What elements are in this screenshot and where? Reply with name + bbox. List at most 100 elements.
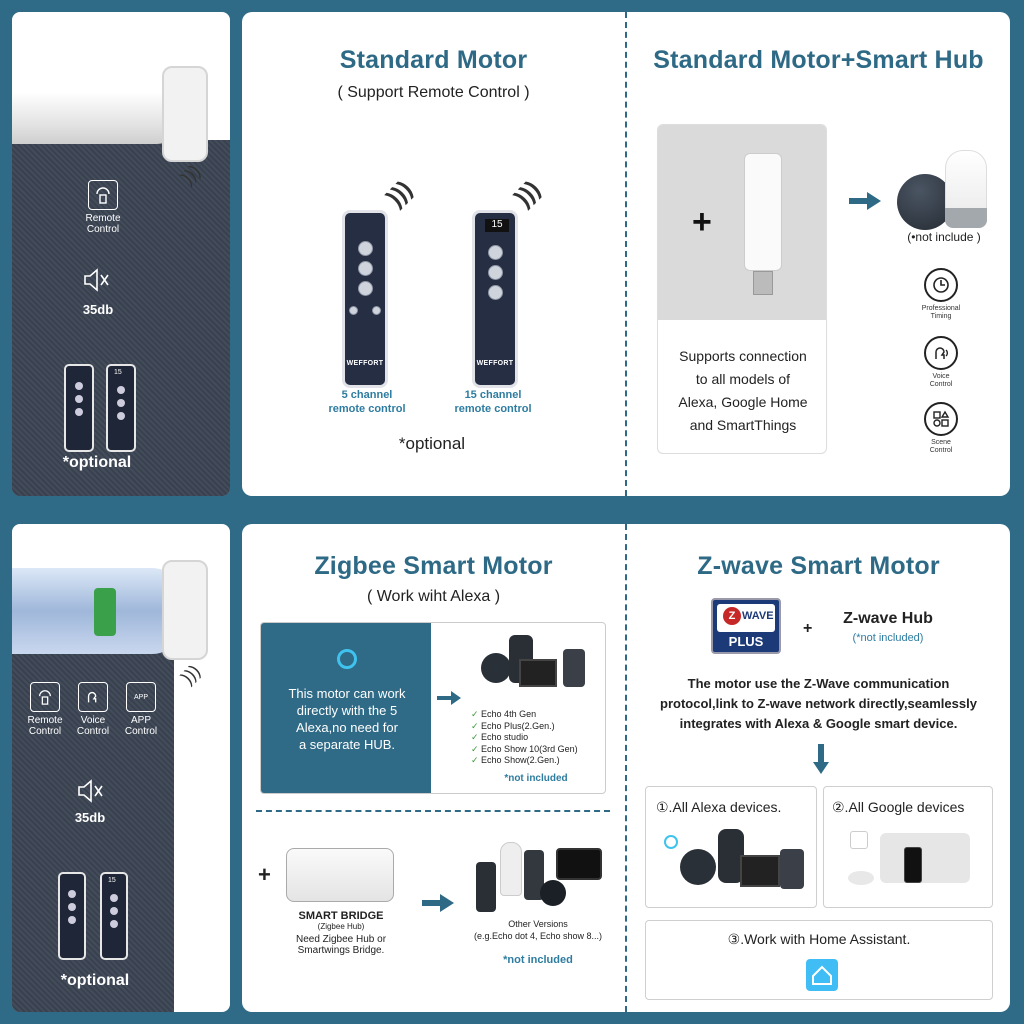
echo-dark xyxy=(524,850,544,900)
icon-label-1: Voice xyxy=(80,715,106,726)
info-line-2: directly with the 5 xyxy=(296,703,398,718)
info-line-1: This motor can work xyxy=(288,686,406,701)
phone xyxy=(904,847,922,883)
echo-item: ✓ Echo Show(2.Gen.) xyxy=(471,755,560,765)
echo-device xyxy=(481,653,511,683)
echo-tall xyxy=(476,862,496,912)
optional-note: *optional xyxy=(62,454,132,471)
standard-motor-section: Standard Motor ( Support Remote Control … xyxy=(242,12,625,496)
remote-15-label-1: 15 channel xyxy=(464,389,522,401)
remote-display: 15 xyxy=(485,219,509,232)
arrow-right-icon xyxy=(437,691,461,710)
remote-icon xyxy=(88,180,118,210)
zwave-hub-label: Z-wave Hub (*not included) xyxy=(823,610,953,644)
standard-motor-title: Standard Motor xyxy=(339,46,528,74)
alexa-info-panel: This motor can work directly with the 5 … xyxy=(261,623,431,793)
remote-brand: WEFFORT xyxy=(346,360,384,367)
noise-level: 35db xyxy=(82,302,114,317)
echo-show xyxy=(740,855,780,887)
icon-label-1: APP xyxy=(130,715,151,726)
fabric-shade xyxy=(12,140,230,496)
mini-remote-1 xyxy=(64,364,94,452)
motor-endcap xyxy=(162,560,208,660)
icon-label-2: Control xyxy=(124,726,158,737)
echo-item: ✓ Echo Show 10(3rd Gen) xyxy=(471,743,578,754)
home-assistant-box: ③.Work with Home Assistant. xyxy=(645,920,993,1000)
feature-scene: Scene Control xyxy=(911,402,971,455)
side-strip-top: ))) Remote Control 35db 15 *optional xyxy=(12,12,230,496)
mini-display: 15 xyxy=(114,369,122,376)
hub-name: Z-wave Hub xyxy=(843,610,933,627)
feature-label-2: Timing xyxy=(930,313,952,320)
clock-icon xyxy=(924,268,958,302)
bottom-card: Zigbee Smart Motor ( Work wiht Alexa ) T… xyxy=(242,524,1010,1012)
noise-level: 35db xyxy=(74,810,106,825)
support-line-4: and SmartThings xyxy=(689,417,797,433)
remote-brand: WEFFORT xyxy=(476,360,514,367)
not-included-note: *not included xyxy=(504,773,568,784)
wireless-icon: ))) xyxy=(381,175,418,212)
mute-icon xyxy=(82,267,110,298)
zwave-plus-logo: Z WAVE PLUS xyxy=(711,598,781,654)
icon-label-2: Control xyxy=(28,726,62,737)
alexa-icon xyxy=(664,835,678,849)
box-label: ②.All Google devices xyxy=(832,799,965,815)
arrow-right-icon xyxy=(849,192,881,215)
voice-icon xyxy=(78,682,108,712)
wireless-icon: ))) xyxy=(509,175,546,212)
bridge-need-1: Need Zigbee Hub or xyxy=(295,934,387,945)
hub-image-area xyxy=(658,125,826,320)
signal-icon: ))) xyxy=(177,660,205,688)
remote-15-channel: 15 WEFFORT xyxy=(472,210,518,388)
google-home-base xyxy=(945,208,987,228)
roller-tube xyxy=(12,92,182,144)
optional-note: *optional xyxy=(60,972,130,989)
bridge-sub: (Zigbee Hub) xyxy=(317,922,365,931)
divider-vertical xyxy=(625,12,627,496)
desc-line-2: protocol,link to Z-wave network directly… xyxy=(660,696,977,711)
plus-sign: + xyxy=(803,620,813,637)
feature-label-2: Control xyxy=(929,447,953,454)
motor-endcap xyxy=(162,66,208,162)
feature-label-1: Voice xyxy=(932,373,950,380)
remote-5-label-1: 5 channel xyxy=(341,389,393,401)
zwave-logo-plus: PLUS xyxy=(728,634,764,649)
hub-card: + Supports connection to all models of A… xyxy=(657,124,827,454)
divider-horizontal xyxy=(256,810,610,812)
not-included-note: *not included xyxy=(503,954,573,966)
feature-label-1: Scene xyxy=(931,439,951,446)
arrow-down-icon xyxy=(813,744,829,779)
mute-icon xyxy=(76,778,104,809)
phone-app-icon: APP xyxy=(126,682,156,712)
divider-vertical xyxy=(625,524,627,1012)
support-line-2: to all models of xyxy=(695,371,791,387)
info-line-4: a separate HUB. xyxy=(298,737,396,752)
desc-line-1: The motor use the Z-Wave communication xyxy=(687,676,950,691)
zwave-description: The motor use the Z-Wave communication p… xyxy=(627,674,1010,734)
support-line-1: Supports connection xyxy=(679,348,807,364)
scene-icon xyxy=(924,402,958,436)
side-strip-bottom: ))) Remote Control Voice Control APP APP… xyxy=(12,524,230,1012)
smart-bridge-device xyxy=(286,848,394,902)
zigbee-section: Zigbee Smart Motor ( Work wiht Alexa ) T… xyxy=(242,524,625,1012)
echo-show-8 xyxy=(556,848,602,880)
remote-control-feature: Remote Control xyxy=(68,180,138,235)
echo-item: ✓ Echo 4th Gen xyxy=(471,709,537,719)
zwave-hub-stick xyxy=(744,153,782,271)
alexa-icon xyxy=(337,649,357,669)
zigbee-title: Zigbee Smart Motor xyxy=(314,552,553,580)
remote-control-feature: Remote Control xyxy=(22,682,68,737)
top-card: Standard Motor ( Support Remote Control … xyxy=(242,12,1010,496)
google-hub-display xyxy=(880,833,970,883)
hub-support-text: Supports connection to all models of Ale… xyxy=(658,345,826,437)
voice-control-feature: Voice Control xyxy=(70,682,116,737)
fabric-shade xyxy=(12,648,174,1012)
zwave-section: Z-wave Smart Motor Z WAVE PLUS + Z-wave … xyxy=(627,524,1010,1012)
feature-label-1: Professional xyxy=(921,305,961,312)
bridge-title: SMART BRIDGE xyxy=(298,910,384,922)
echo-plus xyxy=(780,849,804,889)
mini-display: 15 xyxy=(108,877,116,884)
icon-label-2: Control xyxy=(76,726,110,737)
remote-5-label: 5 channel remote control xyxy=(312,388,422,416)
google-mini xyxy=(848,871,874,885)
